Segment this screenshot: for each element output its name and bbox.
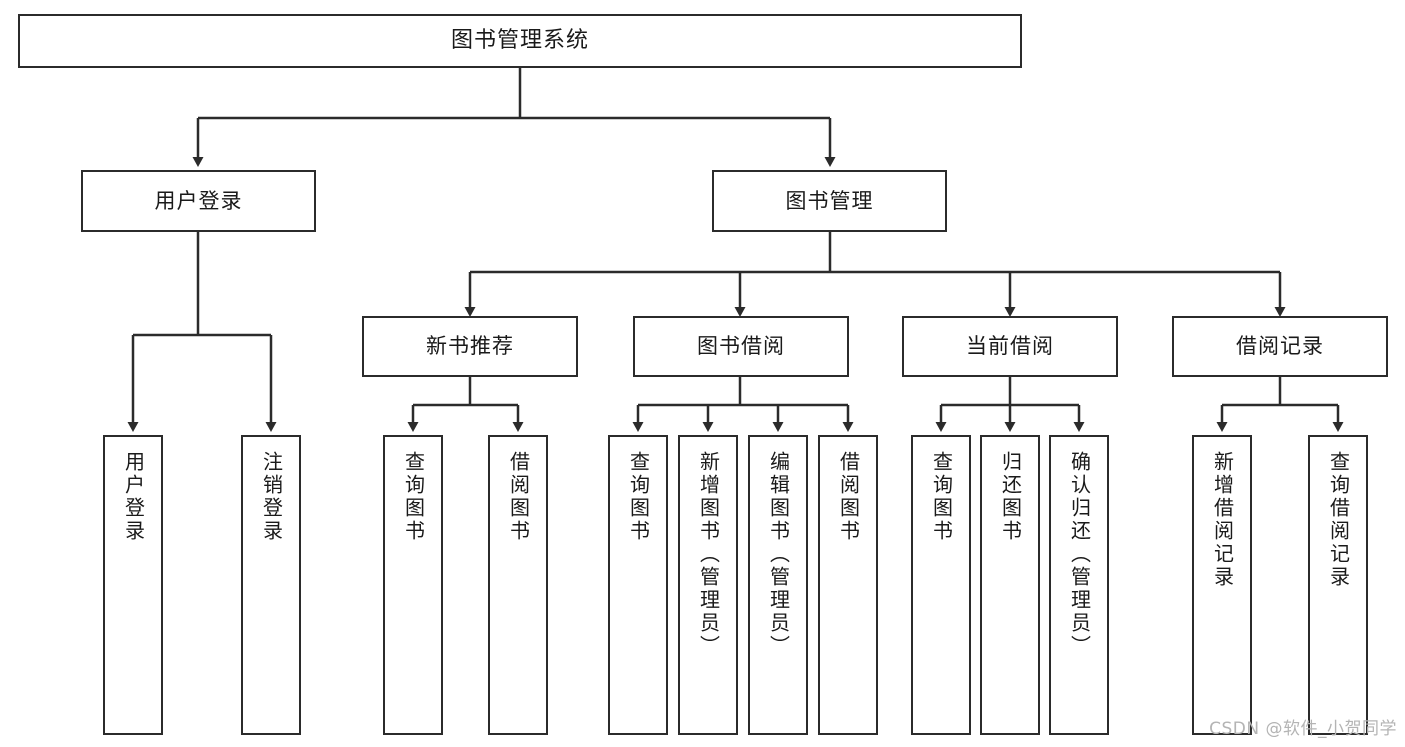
- node-label: 图书管理系统: [450, 28, 589, 54]
- leaf-new-book-borrow-book[interactable]: 借阅图书: [488, 435, 548, 735]
- node-label: 查询图书: [401, 451, 426, 543]
- node-label: 借阅图书: [836, 451, 861, 543]
- node-label: 借阅图书: [506, 451, 531, 543]
- node-label: 查询借阅记录: [1326, 451, 1351, 589]
- leaf-borrow-record-query-record[interactable]: 查询借阅记录: [1308, 435, 1368, 735]
- leaf-new-book-query-book[interactable]: 查询图书: [383, 435, 443, 735]
- watermark-text: CSDN @软件_小贺同学: [1209, 719, 1397, 739]
- leaf-user-login-logout[interactable]: 注销登录: [241, 435, 301, 735]
- node-label: 新增图书（管理员）: [696, 451, 721, 658]
- leaf-borrow-record-add-record[interactable]: 新增借阅记录: [1192, 435, 1252, 735]
- leaf-current-borrow-query-book[interactable]: 查询图书: [911, 435, 971, 735]
- node-borrow-record[interactable]: 借阅记录: [1172, 316, 1388, 377]
- node-label: 图书借阅: [697, 334, 785, 359]
- node-label: 当前借阅: [966, 334, 1054, 359]
- leaf-book-borrow-borrow-book[interactable]: 借阅图书: [818, 435, 878, 735]
- leaf-user-login-login[interactable]: 用户登录: [103, 435, 163, 735]
- node-label: 查询图书: [929, 451, 954, 543]
- node-current-borrow[interactable]: 当前借阅: [902, 316, 1118, 377]
- node-book-management[interactable]: 图书管理: [712, 170, 947, 232]
- node-label: 借阅记录: [1236, 334, 1324, 359]
- node-user-login[interactable]: 用户登录: [81, 170, 316, 232]
- node-label: 查询图书: [626, 451, 651, 543]
- node-label: 新书推荐: [426, 334, 514, 359]
- node-label: 注销登录: [259, 451, 284, 543]
- leaf-current-borrow-return-book[interactable]: 归还图书: [980, 435, 1040, 735]
- leaf-current-borrow-confirm-return-admin[interactable]: 确认归还（管理员）: [1049, 435, 1109, 735]
- node-root-book-management-system[interactable]: 图书管理系统: [18, 14, 1022, 68]
- node-label: 用户登录: [121, 451, 146, 543]
- leaf-book-borrow-edit-book-admin[interactable]: 编辑图书（管理员）: [748, 435, 808, 735]
- node-new-book-recommend[interactable]: 新书推荐: [362, 316, 578, 377]
- node-label: 用户登录: [154, 188, 243, 213]
- node-book-borrow[interactable]: 图书借阅: [633, 316, 849, 377]
- node-label: 归还图书: [998, 451, 1023, 543]
- node-label: 确认归还（管理员）: [1067, 451, 1092, 658]
- leaf-book-borrow-query-book[interactable]: 查询图书: [608, 435, 668, 735]
- leaf-book-borrow-add-book-admin[interactable]: 新增图书（管理员）: [678, 435, 738, 735]
- node-label: 新增借阅记录: [1210, 451, 1235, 589]
- node-label: 编辑图书（管理员）: [766, 451, 791, 658]
- node-label: 图书管理: [785, 188, 874, 213]
